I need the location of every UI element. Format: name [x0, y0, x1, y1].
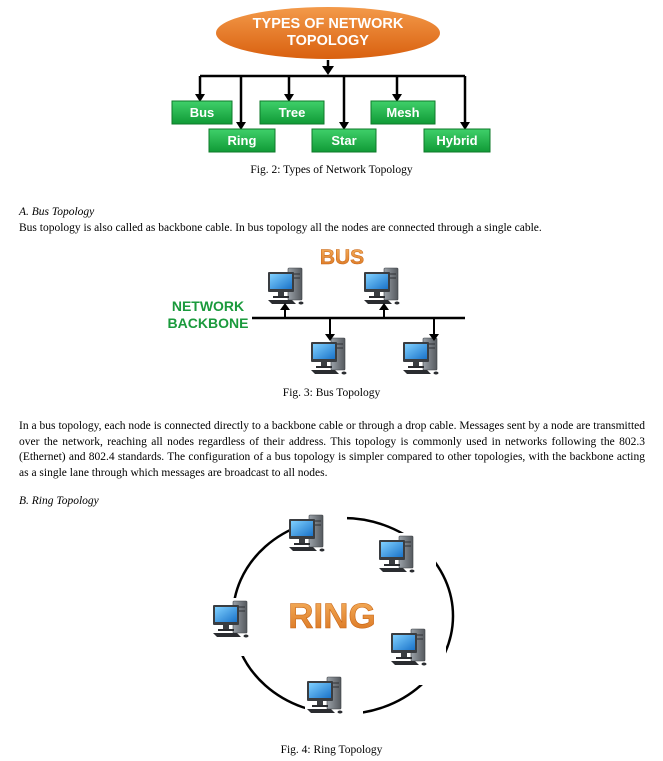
ring-topology-diagram: RING [211, 513, 455, 732]
backbone-label: BACKBONE [168, 315, 249, 331]
topology-types-diagram: TYPES OF NETWORK TOPOLOGY Bus [171, 7, 491, 153]
box-label-tree: Tree [279, 105, 306, 120]
box-label-ring: Ring [228, 133, 257, 148]
tree-connectors [198, 60, 467, 124]
box-star: Star [311, 128, 377, 153]
ring-label: RING [288, 597, 376, 636]
box-bus: Bus [171, 100, 233, 125]
box-tree: Tree [259, 100, 325, 125]
ring-nodes [211, 513, 446, 732]
network-label: NETWORK [172, 298, 244, 314]
title-oval [216, 7, 440, 59]
box-hybrid: Hybrid [423, 128, 491, 153]
drop-arrowheads [280, 303, 439, 341]
section-a-heading: A. Bus Topology [19, 206, 95, 218]
section-a-body: In a bus topology, each node is connecte… [19, 420, 645, 479]
bus-topology-diagram: BUS NETWORK BACKBONE [168, 246, 465, 375]
title-line-1: TYPES OF NETWORK [253, 16, 404, 32]
computer-icon [310, 337, 347, 375]
figure-2-caption: Fig. 2: Types of Network Topology [250, 164, 413, 176]
box-label-mesh: Mesh [386, 105, 419, 120]
tree-arrowheads [195, 66, 470, 130]
box-ring: Ring [208, 128, 276, 153]
computer-icon [267, 267, 304, 305]
box-label-hybrid: Hybrid [436, 133, 477, 148]
computer-icon [402, 337, 439, 375]
drop-cables [284, 308, 435, 336]
section-a-intro: Bus topology is also called as backbone … [19, 222, 542, 234]
figure-4-caption: Fig. 4: Ring Topology [280, 744, 383, 756]
box-mesh: Mesh [370, 100, 436, 125]
section-b-heading: B. Ring Topology [19, 495, 99, 507]
figure-3-caption: Fig. 3: Bus Topology [282, 387, 381, 399]
title-line-2: TOPOLOGY [287, 33, 369, 49]
bus-label: BUS [320, 246, 364, 269]
computer-icon [363, 267, 400, 305]
box-label-bus: Bus [190, 105, 215, 120]
box-label-star: Star [331, 133, 356, 148]
